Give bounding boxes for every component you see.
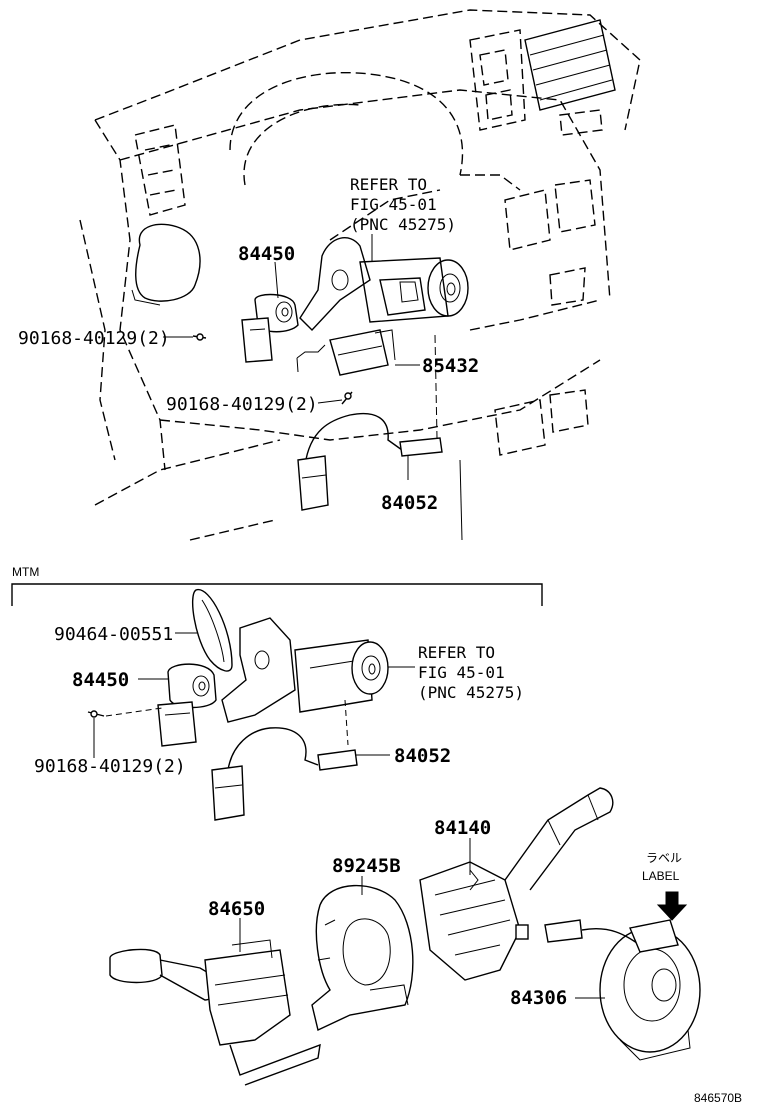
steering-lock-assembly-mtm <box>192 589 389 746</box>
key-cylinder-mtm-84450 <box>157 663 217 747</box>
part-label-84450-mtm: 84450 <box>72 669 129 691</box>
screw-icon <box>87 710 105 718</box>
wire-harness-84052-mtm <box>211 727 358 821</box>
label-jp-text: ラベル <box>646 851 682 865</box>
wiper-switch-84140 <box>419 787 614 981</box>
leader-lines-bottom <box>239 838 605 999</box>
leader-lines-top <box>163 234 420 480</box>
key-cylinder-top-84450 <box>241 293 299 363</box>
wire-harness-84052-top <box>297 334 443 511</box>
part-label-84052-top: 84052 <box>381 492 438 514</box>
part-label-90464: 90464-00551 <box>54 624 173 645</box>
part-label-84140: 84140 <box>434 817 491 839</box>
part-label-89245b: 89245B <box>332 855 401 877</box>
arrow-down-icon <box>656 891 688 921</box>
reference-line-2-top: FIG 45-01 <box>350 195 437 214</box>
reference-line-1-top: REFER TO <box>350 175 427 194</box>
figure-id: 846570B <box>694 1091 742 1105</box>
section-title-mtm: MTM <box>12 565 39 579</box>
part-label-84052-mtm: 84052 <box>394 745 451 767</box>
reference-line-2-mtm: FIG 45-01 <box>418 663 505 682</box>
label-en-text: LABEL <box>642 869 680 883</box>
mtm-bracket <box>11 583 543 606</box>
part-label-84450-top: 84450 <box>238 243 295 265</box>
spiral-cable-89245b <box>311 884 414 1031</box>
switch-housing-85432 <box>296 329 396 376</box>
part-label-90168-b: 90168-40129(2) <box>166 394 318 415</box>
spiral-cable-84306 <box>544 919 701 1061</box>
dashboard-outline <box>79 9 641 541</box>
reference-line-3-mtm: (PNC 45275) <box>418 683 524 702</box>
screw-icon <box>192 333 353 405</box>
leader-lines-mtm <box>93 632 415 758</box>
reference-line-1-mtm: REFER TO <box>418 643 495 662</box>
reference-line-3-top: (PNC 45275) <box>350 215 456 234</box>
light-switch-84650 <box>109 939 321 1086</box>
part-label-90168-a: 90168-40129(2) <box>18 328 170 349</box>
part-label-85432: 85432 <box>422 355 479 377</box>
part-label-84650: 84650 <box>208 898 265 920</box>
part-label-84306: 84306 <box>510 987 567 1009</box>
ignition-lock-assembly-top <box>299 237 469 332</box>
part-label-90168-mtm: 90168-40129(2) <box>34 756 186 777</box>
